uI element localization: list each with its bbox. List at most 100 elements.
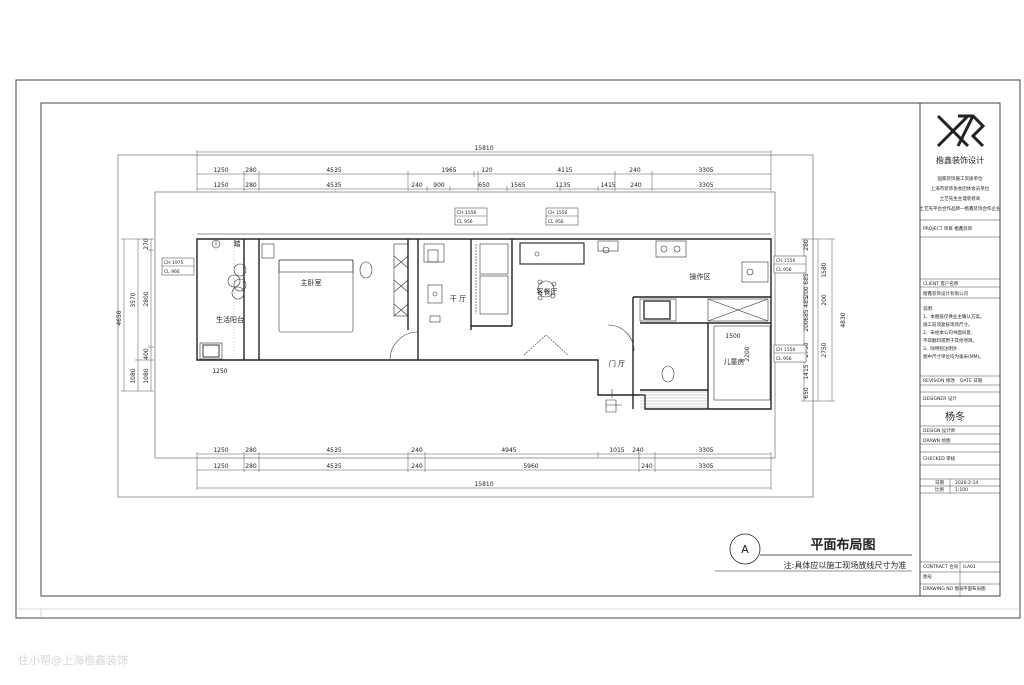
drawing-note-text: 注:具体应以施工现场放线尺寸为准 [784,560,907,570]
ceiling-tag-1: CH 1975 CL 966 [161,257,195,276]
svg-text:CL 956: CL 956 [457,219,473,225]
svg-text:280: 280 [245,182,257,189]
svg-text:4535: 4535 [326,463,341,470]
svg-text:280: 280 [245,463,257,470]
svg-text:1080: 1080 [130,368,137,383]
left-dimension-labels: 4650 3570 1080 270 2800 400 1080 [116,238,150,384]
svg-text:3305: 3305 [698,463,713,470]
svg-text:比例: 比例 [935,486,944,493]
svg-text:CL 966: CL 966 [164,269,180,275]
svg-text:CH 1556: CH 1556 [457,210,477,216]
svg-text:图号: 图号 [923,574,932,580]
svg-text:DATE 日期: DATE 日期 [960,378,983,384]
room-labels: 主卧室 生活阳台 干 厅 客餐厅 操作区 门 厅 儿童房 踏 1250 1500… [212,239,751,375]
svg-text:240: 240 [411,447,423,454]
svg-text:685: 685 [803,309,810,321]
svg-text:5960: 5960 [523,463,538,470]
svg-text:PROJECT 项目 楷鑫装饰: PROJECT 项目 楷鑫装饰 [923,225,973,232]
svg-text:1565: 1565 [510,182,525,189]
svg-text:说明:: 说明: [923,305,934,312]
top-dimension-labels: 15810 1250 280 4535 1965 120 4115 240 33… [213,145,713,189]
wall-hatch [233,239,708,408]
ceiling-tag-4: CH 1556 CL 956 [773,255,807,274]
ceiling-tag-5: CH 1556 CL 956 [773,344,807,363]
svg-text:3、除特别注明外,: 3、除特别注明外, [923,345,959,352]
svg-text:CH 1556: CH 1556 [548,210,568,216]
svg-text:4535: 4535 [326,447,341,454]
svg-text:240: 240 [630,182,642,189]
svg-text:1580: 1580 [821,262,828,277]
ceiling-tag-3: CH 1556 CL 956 [545,207,579,226]
svg-text:1250: 1250 [213,463,228,470]
bottom-dimension-labels: 1250 280 4535 240 4945 1015 240 3305 125… [213,447,713,488]
svg-text:200: 200 [821,294,828,306]
svg-text:280: 280 [803,239,810,251]
watermark-text: 住小帮@上海楷鑫装饰 [18,653,128,667]
svg-text:1250: 1250 [212,368,227,375]
svg-text:280: 280 [245,447,257,454]
room-label-living-dining: 客餐厅 [537,287,558,296]
ceiling-tag-2: CH 1556 CL 956 [454,207,488,226]
svg-text:1135: 1135 [555,182,570,189]
svg-text:CL 956: CL 956 [548,219,564,225]
svg-text:4115: 4115 [557,167,572,174]
svg-text:CL 956: CL 956 [776,356,792,362]
svg-text:2800: 2800 [143,291,150,306]
svg-text:240: 240 [641,463,653,470]
svg-text:4945: 4945 [501,447,516,454]
svg-text:4830: 4830 [840,312,847,327]
svg-text:1、本图纸仅供业主确认方案。: 1、本图纸仅供业主确认方案。 [923,313,984,320]
svg-text:2750: 2750 [821,342,828,357]
section-marker-label: A [741,543,749,556]
title-block: 楷鑫装饰设计 国家装饰施工资质单位 上海市装饰协会团体会员单位 土艺先生主理装修… [920,114,1001,596]
svg-text:上海市装饰协会团体会员单位: 上海市装饰协会团体会员单位 [931,185,990,192]
svg-text:2、未经本公司书面同意,: 2、未经本公司书面同意, [923,329,972,336]
svg-text:平面布局图: 平面布局图 [963,585,986,592]
svg-text:CHECKED 审核: CHECKED 审核 [923,455,956,462]
svg-text:3305: 3305 [698,182,713,189]
top-dimensions [196,150,772,191]
svg-text:CLIENT 客户名称: CLIENT 客户名称 [923,280,959,287]
svg-text:国家装饰施工资质单位: 国家装饰施工资质单位 [938,175,983,182]
svg-text:1415: 1415 [600,182,615,189]
svg-text:CH 1975: CH 1975 [164,260,184,266]
svg-text:ILA01: ILA01 [963,564,976,570]
dim-top-total: 15810 [474,145,493,152]
svg-text:不得翻印或用于其他项目。: 不得翻印或用于其他项目。 [923,337,977,344]
bottom-dimensions [196,452,772,490]
dim-bottom-total: 15810 [474,481,493,488]
svg-text:土艺先平台合作品牌—楷鑫装饰合作企业: 土艺先平台合作品牌—楷鑫装饰合作企业 [920,205,1001,212]
svg-text:2020-2-14: 2020-2-14 [955,480,978,486]
room-label-master-bedroom: 主卧室 [301,278,322,287]
room-label-kids-room: 儿童房 [724,357,745,366]
svg-text:CH 1556: CH 1556 [776,347,796,353]
svg-text:施工前须复核现场尺寸。: 施工前须复核现场尺寸。 [923,321,973,328]
svg-text:图中尺寸单位均为毫米(MM)。: 图中尺寸单位均为毫米(MM)。 [923,353,984,360]
svg-text:650: 650 [803,387,810,399]
svg-text:3305: 3305 [698,167,713,174]
svg-text:1250: 1250 [213,182,228,189]
svg-text:1080: 1080 [143,368,150,383]
svg-text:240: 240 [629,167,641,174]
inner-frame [40,102,1001,597]
svg-text:900: 900 [433,182,445,189]
svg-text:485: 485 [803,296,810,308]
svg-text:DESIGN 设计师: DESIGN 设计师 [923,427,956,434]
svg-text:2200: 2200 [744,346,751,361]
svg-text:1500: 1500 [725,333,740,340]
svg-text:240: 240 [632,447,644,454]
svg-text:1250: 1250 [213,447,228,454]
svg-text:3305: 3305 [698,447,713,454]
svg-text:270: 270 [143,238,150,250]
drawing-title: A 平面布局图 注:具体应以施工现场放线尺寸为准 [715,533,912,572]
room-label-tag: 踏 [234,239,241,248]
svg-text:1250: 1250 [213,167,228,174]
designer-signature: 杨冬 [945,410,965,423]
dimension-frame [117,154,814,498]
svg-text:685: 685 [803,273,810,285]
room-label-entrance: 门 厅 [609,359,625,368]
room-label-living-balcony: 生活阳台 [216,315,244,324]
right-dimension-labels: 4830 280 685 200 485 685 200 2750 1415 6… [803,239,847,399]
svg-text:1015: 1015 [609,447,624,454]
